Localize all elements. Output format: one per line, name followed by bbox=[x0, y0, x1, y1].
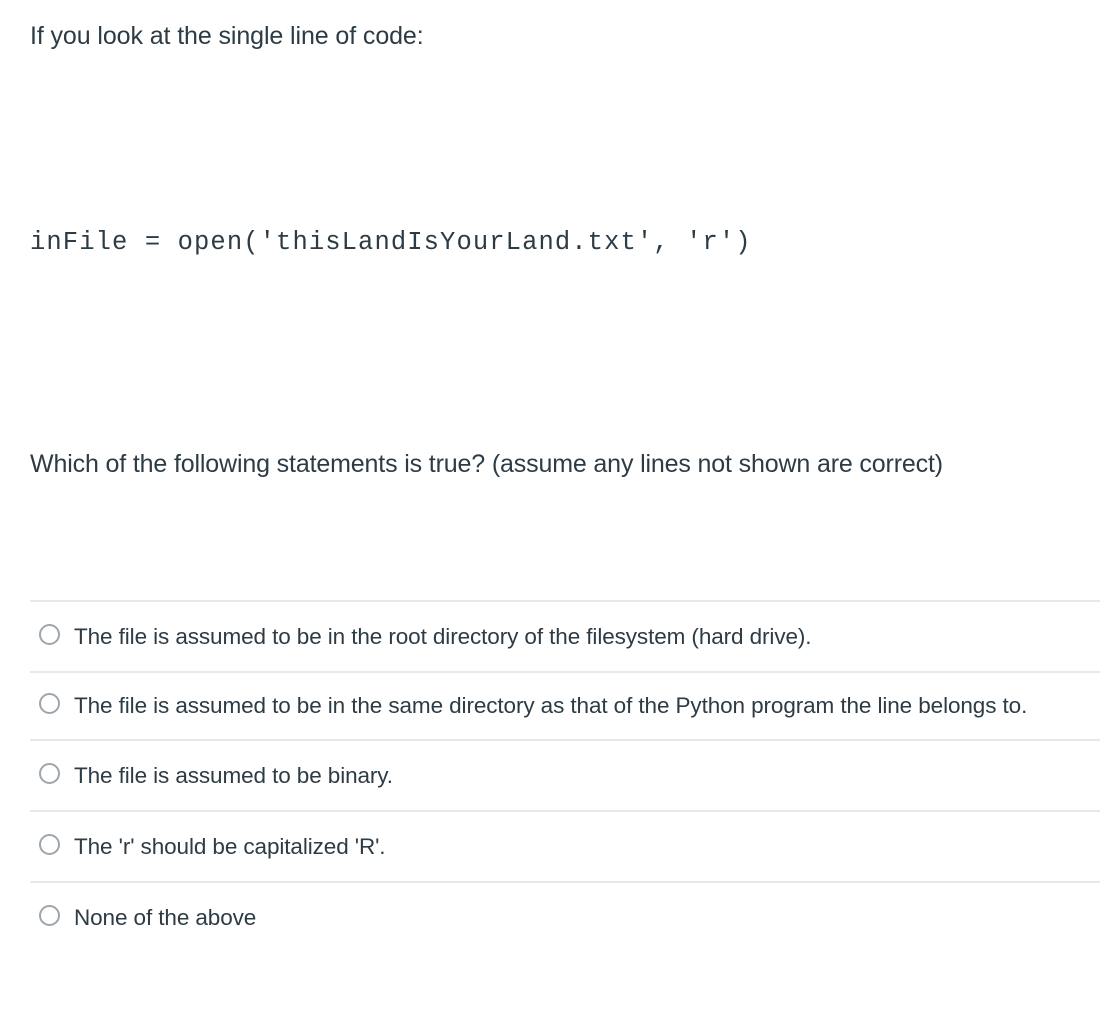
answer-options-list: The file is assumed to be in the root di… bbox=[30, 600, 1100, 952]
radio-button-icon[interactable] bbox=[39, 763, 60, 784]
question-intro-text: If you look at the single line of code: bbox=[30, 22, 424, 50]
answer-option[interactable]: None of the above bbox=[30, 883, 1100, 952]
answer-option[interactable]: The file is assumed to be in the root di… bbox=[30, 602, 1100, 673]
answer-option-label: The file is assumed to be in the same di… bbox=[74, 693, 1028, 718]
answer-option-label: None of the above bbox=[74, 905, 257, 930]
answer-option[interactable]: The file is assumed to be in the same di… bbox=[30, 673, 1100, 741]
answer-option-label: The 'r' should be capitalized 'R'. bbox=[74, 834, 386, 859]
answer-option-label: The file is assumed to be in the root di… bbox=[74, 624, 812, 649]
answer-option[interactable]: The file is assumed to be binary. bbox=[30, 741, 1100, 812]
code-snippet: inFile = open('thisLandIsYourLand.txt', … bbox=[30, 228, 752, 257]
radio-button-icon[interactable] bbox=[39, 624, 60, 645]
question-prompt: Which of the following statements is tru… bbox=[30, 450, 943, 478]
answer-option-label: The file is assumed to be binary. bbox=[74, 763, 393, 788]
radio-button-icon[interactable] bbox=[39, 693, 60, 714]
radio-button-icon[interactable] bbox=[39, 905, 60, 926]
radio-button-icon[interactable] bbox=[39, 834, 60, 855]
question-stem: If you look at the single line of code: … bbox=[30, 20, 1100, 478]
answer-option[interactable]: The 'r' should be capitalized 'R'. bbox=[30, 812, 1100, 883]
